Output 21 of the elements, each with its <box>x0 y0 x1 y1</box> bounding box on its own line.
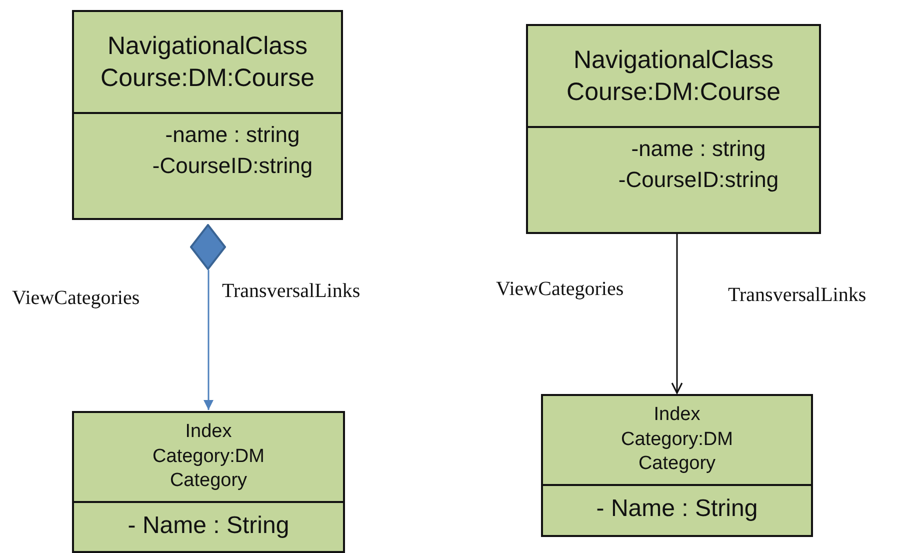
association-label: ViewCategories <box>12 287 140 310</box>
association-label: TransversalLinks <box>728 284 866 307</box>
class-box <box>541 394 813 537</box>
class-box <box>72 411 345 553</box>
attribute-text: -CourseID:string <box>152 152 313 180</box>
attribute-text: - Name : String <box>596 494 758 524</box>
class-name: NavigationalClass Course:DM:Course <box>100 30 316 94</box>
connector-arrow <box>204 270 214 410</box>
attribute-text: -CourseID:string <box>618 166 779 194</box>
association-label: ViewCategories <box>496 278 624 301</box>
diamond-symbol <box>190 224 226 270</box>
attribute-text: - Name : String <box>128 511 290 541</box>
attribute-text: -name : string <box>165 121 300 149</box>
association-label: TransversalLinks <box>222 280 360 303</box>
class-name: NavigationalClass Course:DM:Course <box>566 44 782 108</box>
attribute-text: -name : string <box>631 135 766 163</box>
class-name: Index Category:DM Category <box>152 420 266 494</box>
class-box <box>72 10 343 220</box>
class-box <box>526 24 821 234</box>
connector-arrow <box>671 234 683 394</box>
class-name: Index Category:DM Category <box>620 402 734 476</box>
